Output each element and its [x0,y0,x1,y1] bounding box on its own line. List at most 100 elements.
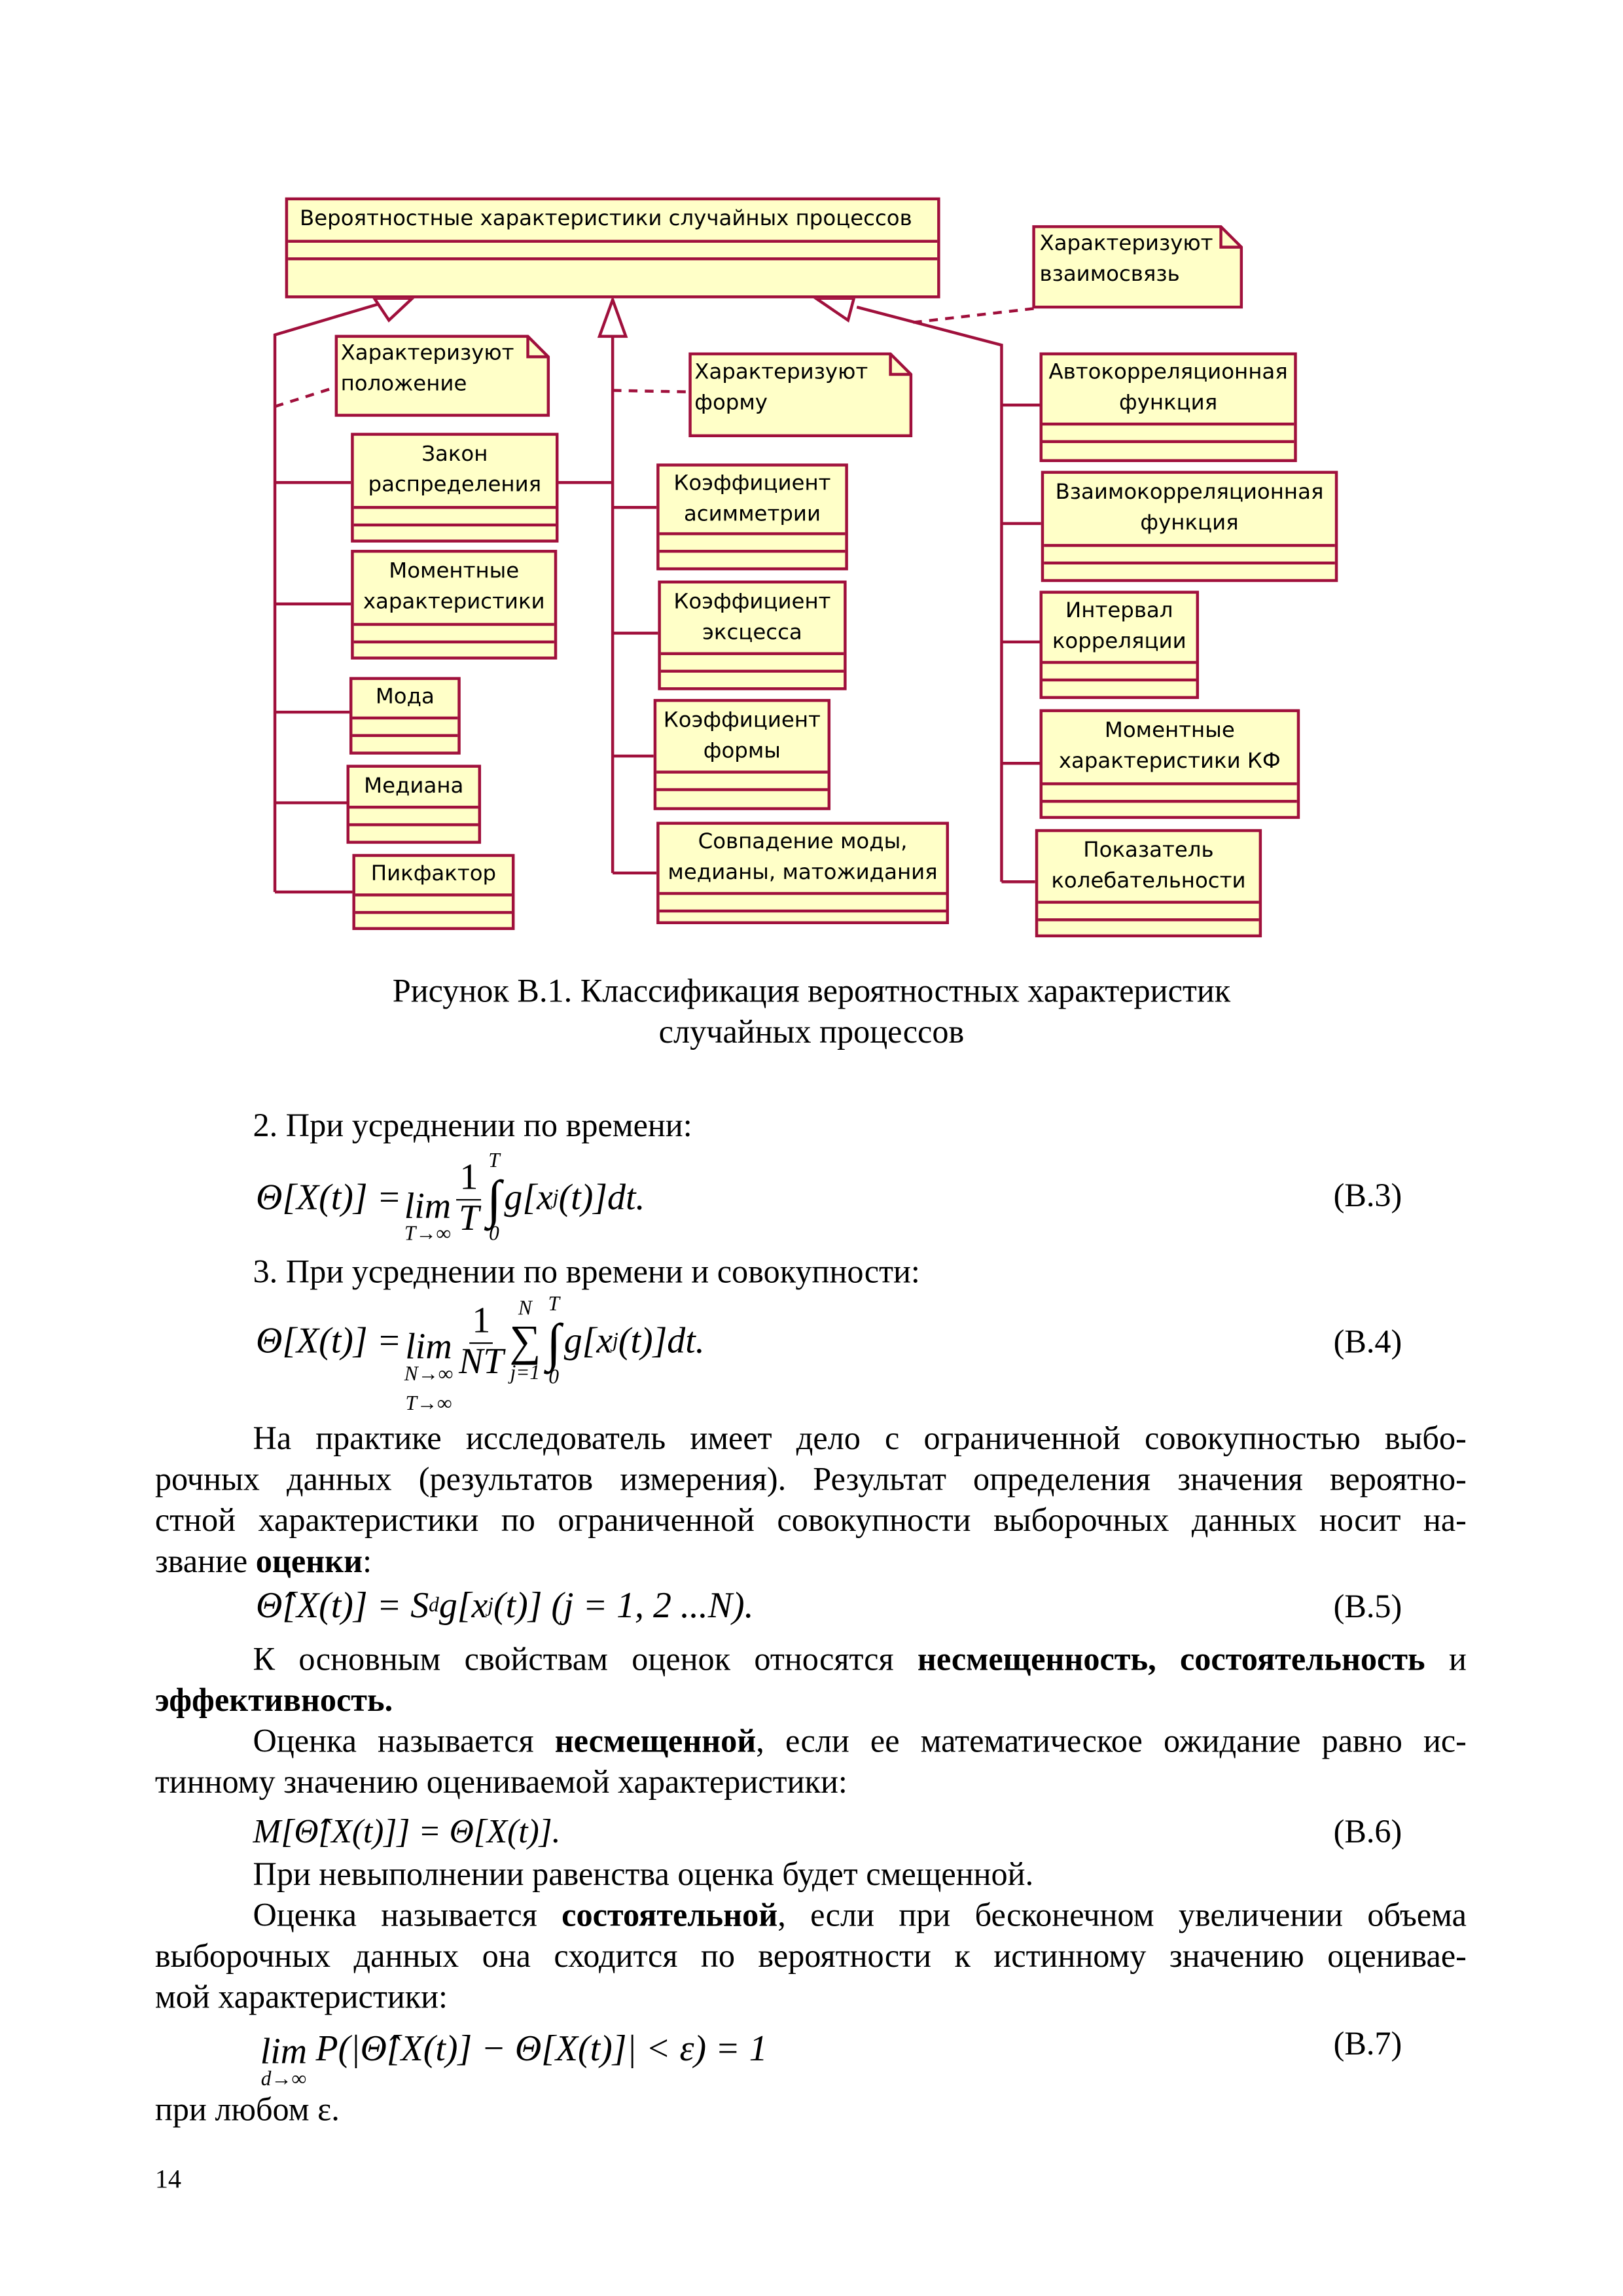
paragraph-line: звание оценки: [155,1541,372,1583]
class-title: Совпадение моды, медианы, матожидания [659,825,946,895]
formula-body: g[x [563,1321,613,1362]
formula-body: g[x [504,1178,553,1219]
class-excess-coef: Коэффициент эксцесса [658,580,847,691]
generalization-line-position [273,301,383,892]
class-distribution-law: Закон распределения [351,433,559,543]
paragraph-line: Оценка называется несмещенной, если ее м… [253,1721,1467,1763]
frac-num: 1 [457,1159,481,1200]
integral-icon: ∫ [486,1170,501,1229]
equation-number: (В.7) [1333,2025,1402,2062]
formula-body-end: (t)]dt. [618,1321,705,1362]
int-upper: T [548,1294,560,1316]
note-position [334,334,550,417]
paragraph-line: при любом ε. [154,2090,340,2128]
sum-icon: ∑ [509,1318,541,1366]
class-autocorrelation: Автокорреляционная функция [1039,352,1297,463]
term-bold: эффективность. [154,1681,393,1719]
paragraph-line: эффективность. [155,1680,393,1721]
text: : [363,1543,372,1579]
subscript: d [429,1595,439,1618]
class-median: Медиана [346,764,482,844]
class-title: Медиана [349,768,478,809]
frac-den: T [458,1198,480,1238]
equation-number: (В.6) [1333,1813,1402,1850]
class-root: Вероятностные характеристики случайных п… [285,197,940,298]
formula-body-end: (t)]dt. [558,1178,645,1219]
generalization-arrow-icon [597,295,628,338]
paragraph-line: При невыполнении равенства оценка будет … [253,1856,1034,1893]
text: звание [154,1543,256,1579]
paragraph-line: выборочных данных она сходится по вероят… [154,1937,1467,1975]
figure-caption: Рисунок В.1. Классификация вероятностных… [392,972,1231,1009]
class-mode: Мода [349,677,461,755]
lim-sub: T→∞ [404,1223,451,1246]
subscript: j [613,1331,618,1353]
generalization-arrow-icon [371,296,416,323]
lim-sub: d→∞ [260,2068,306,2090]
note-position-text: Характеризуют положение [340,342,514,397]
paragraph-line: К основным свойствам оценок относятся не… [253,1640,1467,1681]
equation-number: (В.5) [1333,1588,1402,1625]
formula-body: M[Θ̂[X(t)]] = Θ[X(t)]. [253,1813,561,1850]
class-title: Пикфактор [355,857,512,897]
sum-upper: N [518,1298,532,1321]
formula-lhs: Θ[X(t)] = [255,1178,402,1219]
sum-lower: j=1 [510,1363,541,1385]
lim: lim [404,1187,452,1227]
note-relation-text: Характеризуют взаимосвязь [1039,232,1213,287]
class-title: Коэффициент формы [656,702,828,774]
text: Оценка называется [253,1722,555,1759]
generalization-line-relation [856,306,1003,882]
formula-b6: M[Θ̂[X(t)]] = Θ[X(t)]. [253,1809,561,1856]
text: К основным свойствам оценок относятся [253,1640,918,1677]
item-3: 3. При усреднении по времени и совокупно… [253,1253,920,1290]
paragraph-line: рочных данных (результатов измерения). Р… [154,1460,1467,1498]
class-title: Показатель колебательности [1038,832,1259,904]
class-title: Вероятностные характеристики случайных п… [288,200,938,243]
formula-body-end: (t)] (j = 1, 2 ...N). [493,1587,754,1626]
text: , если ее математическое ожидание равно … [756,1722,1467,1759]
note-shape [688,352,913,438]
formula-body: P(|Θ̂[X(t)] − Θ[X(t)]| < ε) = 1 [315,2030,768,2070]
page-number: 14 [154,2164,182,2194]
term-bold: несмещенность, состоятельность [917,1640,1425,1677]
generalization-arrow-icon [811,296,856,323]
class-crosscorrelation: Взаимокорреляционная функция [1041,471,1338,583]
class-title: Коэффициент эксцесса [660,583,844,655]
note-relation [1032,225,1243,309]
paragraph-line: тинному значению оцениваемой характерист… [154,1763,847,1801]
diagram-connectors [273,225,1243,894]
class-title: Автокорреляционная функция [1042,355,1294,426]
class-form-coef: Коэффициент формы [653,698,831,810]
class-oscillation-index: Показатель колебательности [1035,829,1262,938]
frac-den: NT [459,1341,504,1382]
subscript: j [488,1595,493,1618]
class-peak-factor: Пикфактор [352,853,515,930]
text: Оценка называется [253,1896,562,1933]
text: , если при бесконечном увеличении объема [777,1896,1467,1933]
class-title: Закон распределения [353,436,556,509]
text: и [1425,1640,1467,1677]
int-lower: 0 [489,1224,499,1246]
int-lower: 0 [548,1367,560,1390]
subscript: j [552,1187,559,1210]
class-title: Коэффициент асимметрии [659,467,846,535]
paragraph-line: На практике исследователь имеет дело с о… [253,1420,1467,1457]
integral-icon: ∫ [546,1313,562,1372]
equation-number: (В.3) [1333,1177,1402,1214]
class-correlation-interval: Интервал корреляции [1039,590,1200,699]
term-bold: оценки [255,1543,363,1579]
term-bold: состоятельной [562,1896,778,1933]
lim-sub: N→∞ [404,1363,454,1386]
class-moment-characteristics: Моментные характеристики [351,550,558,660]
class-title: Интервал корреляции [1042,594,1196,664]
figure-caption-line2: случайных процессов [658,1013,965,1050]
paragraph-line: мой характеристики: [154,1978,448,2015]
class-cf-moments: Моментные характеристики КФ [1039,709,1300,819]
class-title: Моментные характеристики КФ [1042,712,1297,785]
lim-sub: T→∞ [405,1393,452,1415]
class-title: Моментные характеристики [353,553,554,626]
